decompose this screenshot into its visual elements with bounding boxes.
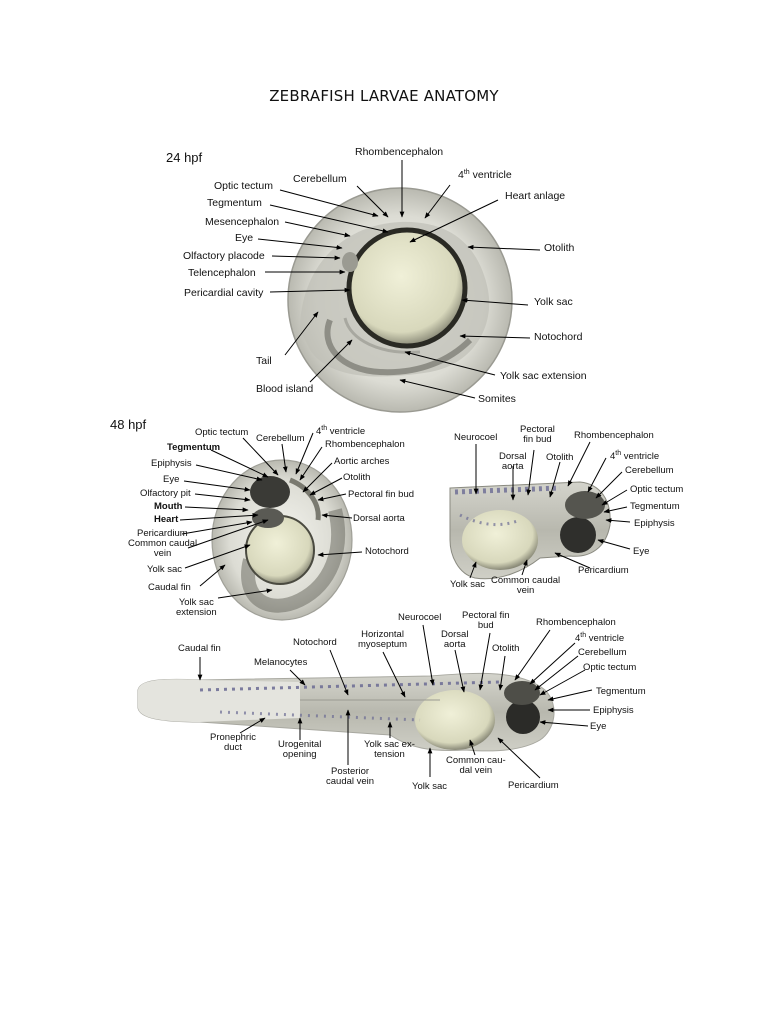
label-otolith: Otolith	[492, 643, 520, 654]
label-otolith: Otolith	[546, 452, 574, 463]
label-eye: Eye	[163, 474, 180, 485]
label-cerebellum: Cerebellum	[625, 465, 674, 476]
label-blood-island: Blood island	[256, 383, 314, 395]
label-yolk-sac: Yolk sac	[147, 564, 183, 575]
label-rhombencephalon: Rhombencephalon	[536, 617, 616, 628]
label-rhombencephalon: Rhombencephalon	[325, 439, 405, 450]
label-mesencephalon: Mesencephalon	[205, 216, 280, 228]
label-caudal-fin: Caudal fin	[148, 582, 191, 593]
label-cerebellum: Cerebellum	[578, 647, 627, 658]
label-cerebellum: Cerebellum	[293, 173, 347, 185]
label-rhombencephalon: Rhombencephalon	[574, 430, 654, 441]
label-rhombencephalon: Rhombencephalon	[355, 146, 444, 158]
label-pericardium: Pericardium	[578, 565, 629, 576]
label-neurocoel: Neurocoel	[454, 432, 498, 443]
label-olfactory-placode: Olfactory placode	[183, 250, 265, 262]
label-pericardium: Pericardium	[137, 528, 188, 539]
label-notochord: Notochord	[534, 331, 583, 343]
label-notochord: Notochord	[293, 637, 337, 648]
label-4th-ventricle: 4th ventricle	[575, 632, 625, 644]
label-dorsal-aorta: Dorsal aorta	[353, 513, 405, 524]
label-somites: Somites	[478, 393, 516, 405]
label-aortic-arches: Aortic arches	[334, 456, 390, 467]
label-notochord: Notochord	[365, 546, 409, 557]
label-tegmentum: Tegmentum	[207, 197, 262, 209]
embryo-48hpf-lateral	[449, 481, 611, 580]
label-eye: Eye	[590, 721, 607, 732]
label-epiphysis: Epiphysis	[151, 458, 192, 469]
leader-lines-48hpf-a	[179, 432, 363, 599]
label-tegmentum: Tegmentum	[630, 501, 680, 512]
label-eye: Eye	[235, 232, 254, 244]
label-4th-ventricle: 4th ventricle	[316, 425, 366, 437]
label-olfactory-pit: Olfactory pit	[140, 488, 191, 499]
stage-label-24hpf: 24 hpf	[166, 150, 203, 165]
embryo-24hpf	[287, 187, 513, 413]
label-tail: Tail	[256, 355, 272, 367]
label-yolk-sac: Yolk sac	[450, 579, 486, 590]
label-optic-tectum: Optic tectum	[214, 180, 273, 192]
label-4th-ventricle: 4th ventricle	[458, 169, 512, 181]
page-title: ZEBRAFISH LARVAE ANATOMY	[269, 87, 499, 105]
label-pericardium: Pericardium	[508, 780, 559, 791]
label-optic-tectum: Optic tectum	[630, 484, 684, 495]
label-heart-anlage: Heart anlage	[505, 190, 566, 202]
label-yolk-sac: Yolk sac	[412, 781, 448, 792]
larva-72hpf	[137, 672, 555, 752]
label-pectoral-fin-bud: Pectoral fin bud	[348, 489, 415, 500]
label-pericardial-cavity: Pericardial cavity	[184, 287, 264, 299]
label-caudal-fin: Caudal fin	[178, 643, 221, 654]
leader-lines-24hpf	[257, 160, 541, 399]
leader-lines-72hpf	[197, 624, 593, 779]
label-yolk-sac: Yolk sac	[534, 296, 573, 308]
label-yolk-sac-extension: Yolk sac ex-tension	[364, 739, 415, 760]
label-epiphysis: Epiphysis	[634, 518, 675, 529]
label-heart: Heart	[154, 514, 179, 525]
label-melanocytes: Melanocytes	[254, 657, 308, 668]
label-optic-tectum: Optic tectum	[583, 662, 637, 673]
label-tegmentum: Tegmentum	[167, 442, 221, 453]
label-eye: Eye	[633, 546, 650, 557]
label-otolith: Otolith	[544, 242, 575, 254]
label-optic-tectum: Optic tectum	[195, 427, 249, 438]
label-otolith: Otolith	[343, 472, 371, 483]
label-neurocoel: Neurocoel	[398, 612, 442, 623]
stage-label-48hpf: 48 hpf	[110, 417, 147, 432]
label-common-caudal-vein: Common cau-dal vein	[446, 755, 506, 776]
label-yolk-sac-extension: Yolk sac extension	[500, 370, 587, 382]
label-mouth: Mouth	[154, 501, 183, 512]
label-4th-ventricle: 4th ventricle	[610, 450, 660, 462]
label-cerebellum: Cerebellum	[256, 433, 305, 444]
label-epiphysis: Epiphysis	[593, 705, 634, 716]
label-tegmentum: Tegmentum	[596, 686, 646, 697]
leader-lines-48hpf-b	[469, 441, 631, 579]
label-telencephalon: Telencephalon	[188, 267, 256, 279]
